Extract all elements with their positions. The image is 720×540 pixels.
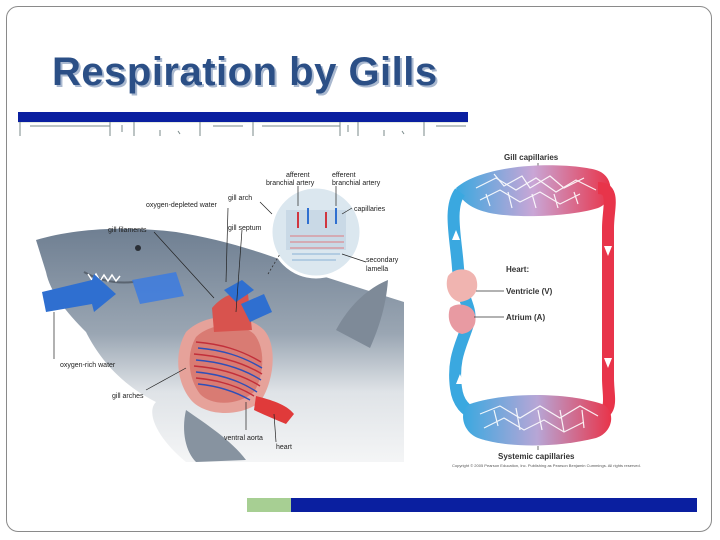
- label-efferent: efferent: [332, 172, 356, 179]
- label-oxygen-depleted-water: oxygen-depleted water: [146, 202, 217, 209]
- oxygenated-vessel: [598, 188, 610, 416]
- label-gill-arch: gill arch: [228, 195, 252, 202]
- title-accent-bar: [18, 112, 468, 122]
- fish-circulation-diagram: Gill capillaries Heart: Ventricle (V) At…: [446, 148, 696, 470]
- label-lamella: lamella: [366, 266, 388, 273]
- shark-gill-illustration: afferent branchial artery efferent branc…: [36, 162, 406, 462]
- label-atrium: Atrium (A): [506, 313, 545, 322]
- label-oxygen-rich-water: oxygen-rich water: [60, 362, 116, 369]
- label-gill-capillaries: Gill capillaries: [504, 153, 559, 162]
- decorative-ruler: [18, 122, 468, 136]
- label-heart: heart: [276, 444, 292, 451]
- label-afferent-2: branchial artery: [266, 180, 315, 187]
- label-efferent-2: branchial artery: [332, 180, 381, 187]
- flow-arrows: [452, 230, 612, 384]
- label-systemic-capillaries: Systemic capillaries: [498, 452, 575, 461]
- label-ventral-aorta: ventral aorta: [224, 435, 263, 442]
- label-afferent: afferent: [286, 172, 310, 179]
- label-ventricle: Ventricle (V): [506, 287, 553, 296]
- copyright-notice: Copyright © 2005 Pearson Education, Inc.…: [452, 463, 641, 468]
- gill-capillary-bed: [456, 165, 611, 216]
- systemic-capillary-bed: [463, 395, 611, 446]
- inset-circle: [268, 187, 361, 277]
- label-secondary: secondary: [366, 257, 399, 264]
- label-gill-septum: gill septum: [228, 225, 262, 232]
- slide-title: Respiration by Gills: [52, 50, 438, 95]
- label-gill-arches: gill arches: [112, 393, 144, 400]
- label-capillaries: capillaries: [354, 206, 386, 213]
- footer-accent-green: [247, 498, 291, 512]
- footer-accent-blue: [291, 498, 697, 512]
- label-gill-filaments: gill filaments: [108, 227, 147, 234]
- shark-eye: [135, 245, 141, 251]
- label-heart: Heart:: [506, 265, 529, 274]
